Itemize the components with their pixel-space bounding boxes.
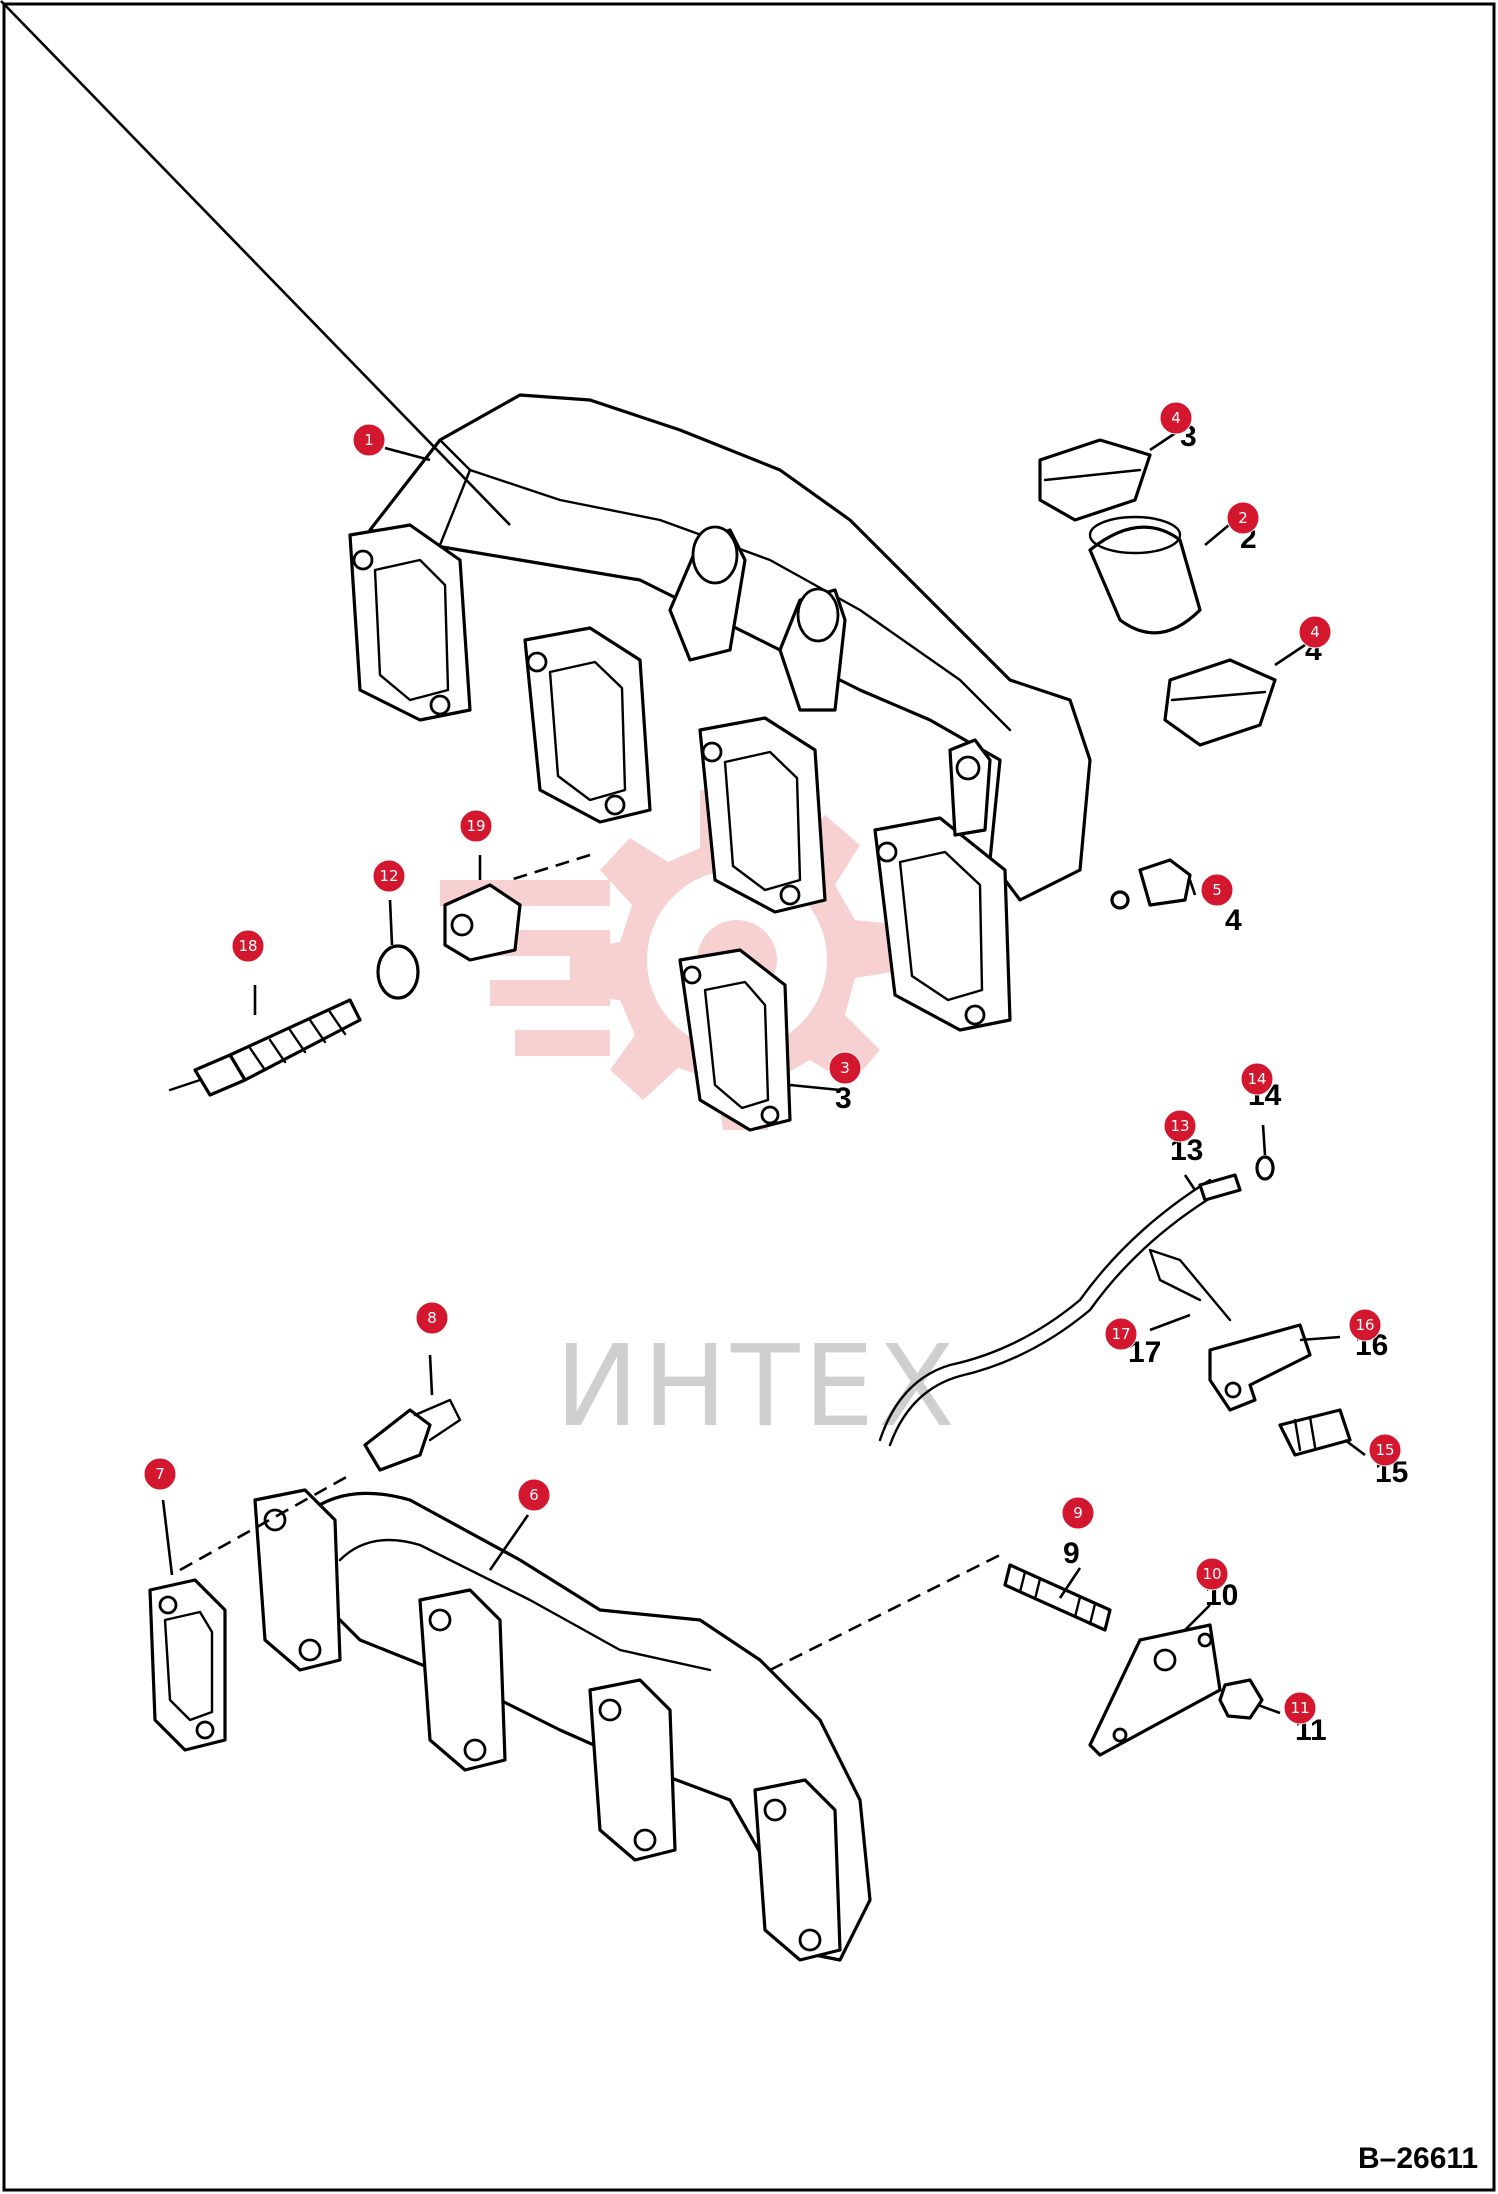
callouts: 1 2 3 4 4 5 6 7 8 9 10 11 12 13 14 15 16… <box>143 401 1402 1725</box>
hose-coupler <box>1088 515 1202 635</box>
callout-6[interactable]: 6 <box>517 1478 551 1512</box>
clip-17 <box>1148 1248 1232 1322</box>
svg-text:16: 16 <box>1355 1316 1374 1334</box>
stud-axis-line <box>769 1553 1001 1672</box>
callout-15[interactable]: 15 <box>1368 1433 1402 1467</box>
exhaust-manifold <box>253 1488 872 1962</box>
stud-9 <box>1003 1563 1112 1632</box>
plain-number-5: 4 <box>1225 904 1242 937</box>
svg-text:8: 8 <box>427 1309 437 1327</box>
svg-text:19: 19 <box>466 817 485 835</box>
svg-text:7: 7 <box>155 1465 165 1483</box>
svg-text:9: 9 <box>1073 1504 1083 1522</box>
exhaust-flange-2 <box>418 1588 507 1772</box>
washer-14 <box>1255 1155 1275 1181</box>
manifold-boss-1 <box>668 525 747 662</box>
sensor-5 <box>1110 858 1192 910</box>
bracket-16 <box>1208 1323 1312 1412</box>
manifold-flange-3 <box>698 716 827 914</box>
svg-text:2: 2 <box>1238 509 1248 527</box>
callout-3[interactable]: 3 <box>828 1051 862 1085</box>
svg-text:10: 10 <box>1202 1565 1221 1583</box>
callout-14[interactable]: 14 <box>1240 1062 1274 1096</box>
callout-1[interactable]: 1 <box>352 423 386 457</box>
svg-text:6: 6 <box>529 1486 539 1504</box>
callout-12[interactable]: 12 <box>372 859 406 893</box>
svg-text:11: 11 <box>1290 1699 1309 1717</box>
svg-text:13: 13 <box>1170 1117 1189 1135</box>
callout-17[interactable]: 17 <box>1104 1317 1138 1351</box>
manifold-flange-2 <box>523 626 652 824</box>
exhaust-flange-1 <box>253 1488 342 1672</box>
callout-5[interactable]: 5 <box>1200 873 1234 907</box>
nut-11 <box>1218 1678 1264 1720</box>
fitting-8 <box>363 1398 462 1472</box>
svg-text:3: 3 <box>840 1059 850 1077</box>
exhaust-flange-4 <box>753 1778 842 1962</box>
svg-text:15: 15 <box>1375 1441 1394 1459</box>
manifold-boss-2 <box>778 587 847 712</box>
callout-18[interactable]: 18 <box>231 929 265 963</box>
manifold-flange-1 <box>348 523 472 722</box>
flange-gasket-10 <box>1088 1623 1222 1757</box>
watermark-text: ИНТЕХ <box>555 1322 959 1452</box>
svg-text:4: 4 <box>1171 409 1181 427</box>
callout-19[interactable]: 19 <box>459 809 493 843</box>
svg-text:4: 4 <box>1310 623 1320 641</box>
heater-plug-18 <box>168 998 362 1097</box>
bolt-15 <box>1278 1408 1352 1457</box>
svg-text:14: 14 <box>1247 1070 1266 1088</box>
heater-axis-line <box>509 853 591 882</box>
hose-clamp-upper <box>1038 438 1152 522</box>
figure-reference-code: B–26611 <box>1358 2142 1478 2175</box>
adapter-19 <box>443 883 522 962</box>
manifold-flange-4 <box>873 738 1012 1032</box>
intake-gasket <box>678 948 792 1132</box>
svg-text:1: 1 <box>364 431 374 449</box>
part-number-3: 3 <box>835 1082 852 1115</box>
callout-4-upper[interactable]: 4 <box>1159 401 1193 435</box>
callout-13[interactable]: 13 <box>1163 1109 1197 1143</box>
svg-text:17: 17 <box>1111 1325 1130 1343</box>
svg-text:5: 5 <box>1212 881 1222 899</box>
callout-11[interactable]: 11 <box>1283 1691 1317 1725</box>
gasket-axis-line <box>179 1473 351 1572</box>
callout-8[interactable]: 8 <box>415 1301 449 1335</box>
callout-2[interactable]: 2 <box>1226 501 1260 535</box>
sensor-tube-13 <box>878 1173 1242 1447</box>
plain-number-9: 9 <box>1063 1537 1080 1570</box>
callout-10[interactable]: 10 <box>1195 1557 1229 1591</box>
callout-4-lower[interactable]: 4 <box>1298 615 1332 649</box>
hose-clamp-lower <box>1163 658 1277 747</box>
svg-text:18: 18 <box>238 937 257 955</box>
callout-9[interactable]: 9 <box>1061 1496 1095 1530</box>
o-ring-12 <box>376 944 420 1000</box>
svg-text:12: 12 <box>379 867 398 885</box>
exhaust-flange-3 <box>588 1678 677 1862</box>
callout-16[interactable]: 16 <box>1348 1308 1382 1342</box>
callout-7[interactable]: 7 <box>143 1457 177 1491</box>
leader-lines <box>0 0 1366 1715</box>
intake-manifold <box>348 393 1092 1032</box>
exhaust-gasket-7 <box>148 1578 227 1752</box>
